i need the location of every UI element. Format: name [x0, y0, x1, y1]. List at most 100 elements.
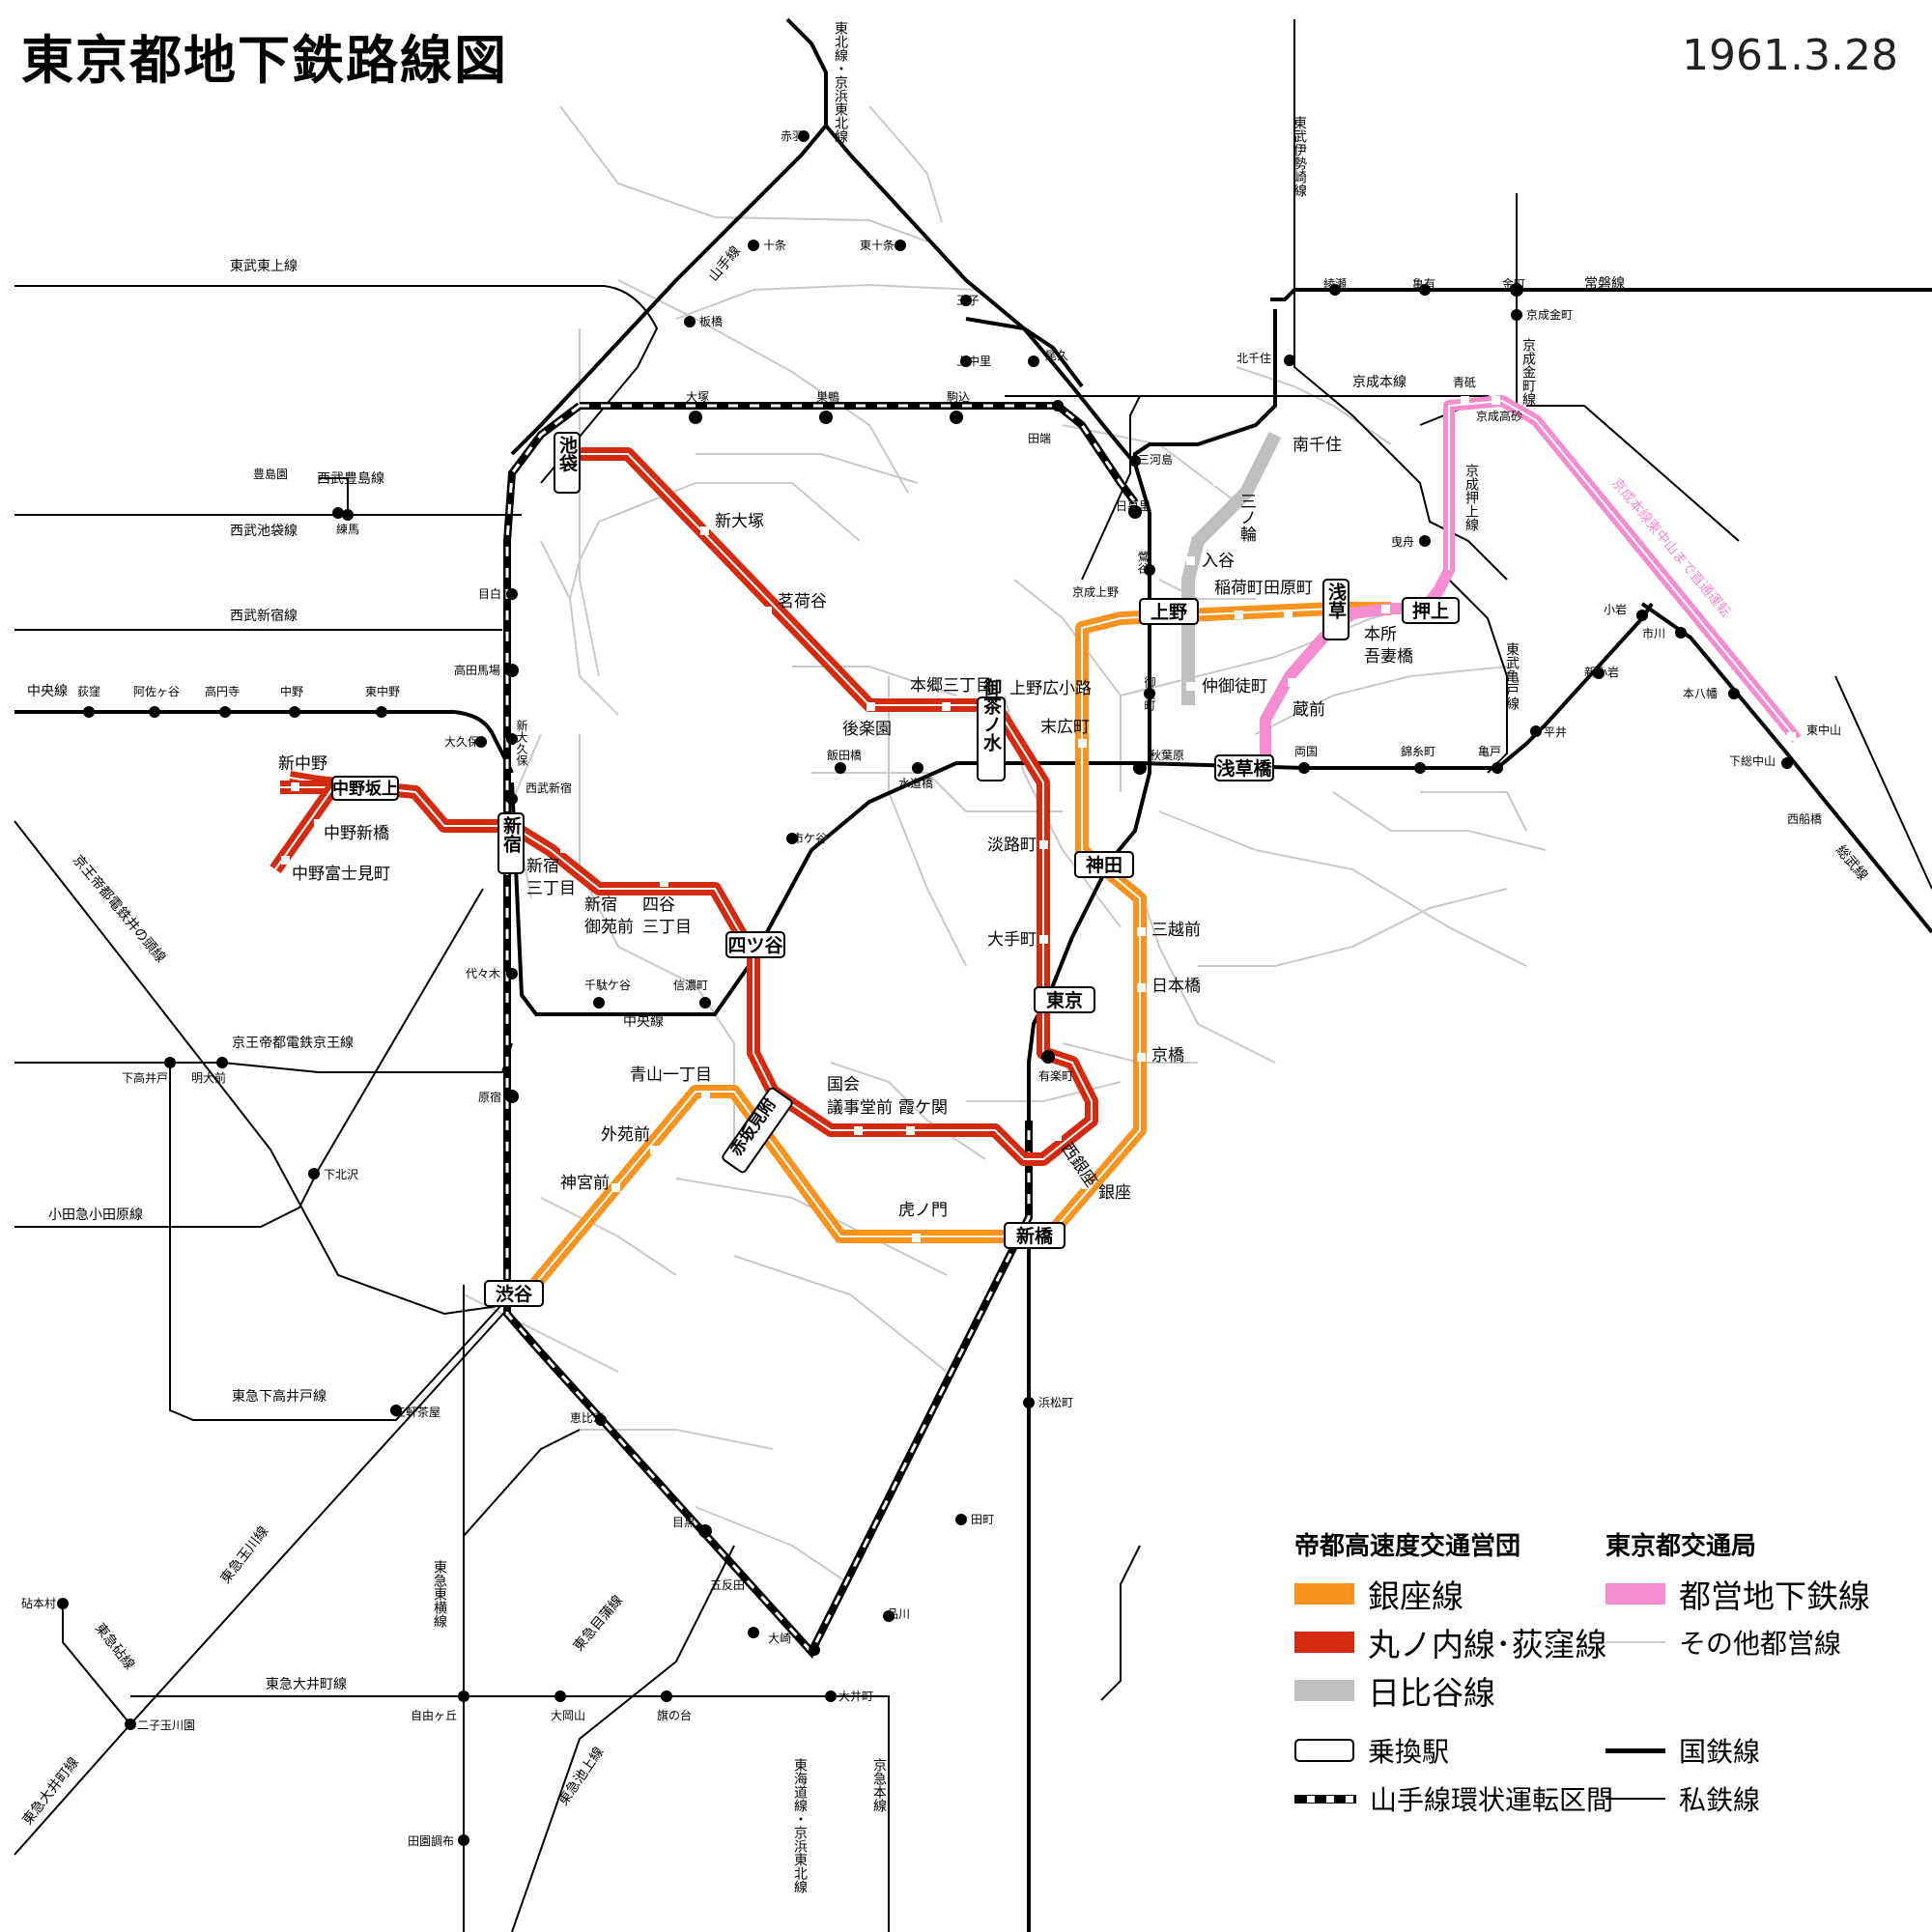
label-mitsukoshimae: 三越前 — [1151, 921, 1201, 940]
line-label-odakyu: 小田急小田原線 — [48, 1208, 143, 1223]
transfer-box-asakusa[interactable] — [1322, 579, 1350, 640]
line-label-keisei-oshiage: 京成押上線 — [1463, 464, 1479, 531]
legend-toei: 都営地下鉄線 — [1605, 1571, 1870, 1617]
rail-label: 恵比寿 — [570, 1411, 605, 1425]
line-label-tokyu-setagaya: 東急下高井戸線 — [232, 1388, 327, 1405]
legend-transfer-swatch — [1294, 1739, 1354, 1762]
line-label-tobu-kameido: 東武亀戸線 — [1504, 642, 1520, 710]
legend-yamanote-swatch — [1294, 1794, 1356, 1804]
rail-label: 小岩 — [1604, 602, 1627, 616]
station-marker — [314, 819, 323, 828]
label-nakano-shimbashi: 中野新橋 — [324, 824, 389, 843]
line-label-tokyu-kinuta: 東急砧線 — [92, 1621, 137, 1673]
station-marker — [1240, 453, 1249, 462]
rail-label: 五反田 — [710, 1578, 745, 1592]
rail-label: 曳舟 — [1391, 535, 1414, 549]
transfer-label-kanda: 神田 — [1086, 854, 1122, 876]
transfer-box-yotsuya[interactable] — [725, 931, 785, 958]
rail-label: 東十条 — [860, 239, 895, 252]
transfer-label-shibuya: 渋谷 — [496, 1283, 533, 1305]
transfer-box-kanda[interactable] — [1074, 851, 1134, 878]
legend-private: 私鉄線 — [1605, 1779, 1760, 1818]
rail-label: 阿佐ヶ谷 — [133, 685, 180, 698]
rail-label: 平井 — [1544, 725, 1567, 739]
line-label-tokyu-oimachi-sw: 東急大井町線 — [20, 1754, 82, 1828]
legend-teito-header: 帝都高速度交通営団 — [1294, 1532, 1521, 1561]
rail-station-labels: 赤羽 十条 東十条 王子 上中里 尾久 板橋 大塚 巣鴨 駒込 田端 日暮里 鶯… — [21, 129, 1841, 1848]
rail-label: 青砥 — [1453, 376, 1476, 389]
transfer-box-shinjuku[interactable] — [497, 812, 525, 874]
line-label-seibu-shinjuku: 西武新宿線 — [230, 608, 298, 624]
rail-label: 二子玉川園 — [137, 1719, 195, 1732]
label-kuramae: 蔵前 — [1293, 700, 1325, 720]
transfer-box-akasakamitsuke[interactable] — [722, 1087, 794, 1174]
rail-label: 秋葉原 — [1150, 749, 1184, 762]
station-marker — [1186, 556, 1195, 565]
rail-label: 三河島 — [1138, 452, 1173, 467]
rail-label: 代々木 — [466, 967, 500, 980]
line-label-yamanote: 山手線 — [706, 243, 744, 284]
transfer-box-shibuya[interactable] — [484, 1280, 544, 1307]
line-label-tobu-isesaki: 東武伊勢崎線 — [1292, 116, 1307, 197]
transfer-box-asakusabashi[interactable] — [1214, 754, 1274, 781]
map-title: 東京都地下鉄路線図 — [21, 30, 508, 91]
label-hongo3: 本郷三丁目 — [910, 676, 992, 696]
rail-label: 亀有 — [1412, 277, 1435, 291]
rail-label: 新大久保 — [515, 719, 528, 766]
map-date: 1961.3.28 — [1682, 31, 1898, 80]
legend-hibiya-label: 日比谷線 — [1368, 1674, 1495, 1712]
transfer-box-ochanomizu[interactable] — [977, 696, 1006, 781]
rail-label: 飯田橋 — [827, 748, 862, 762]
rail-label: 下総中山 — [1729, 753, 1776, 768]
rail-label: 大塚 — [686, 390, 709, 404]
legend-transfer-label: 乗換駅 — [1368, 1736, 1450, 1768]
transfer-box-shimbashi[interactable] — [1004, 1222, 1065, 1249]
rail-label: 練馬 — [336, 523, 359, 536]
label-tawaramachi: 田原町 — [1264, 579, 1313, 598]
station-marker — [1137, 927, 1146, 936]
transfer-box-oshiage[interactable] — [1402, 597, 1460, 624]
rail-label: 浜松町 — [1038, 1396, 1073, 1409]
rail-label: 京成上野 — [1072, 585, 1119, 599]
legend-private-swatch — [1605, 1798, 1665, 1800]
station-marker — [906, 1126, 915, 1135]
label-toranomon: 虎ノ門 — [898, 1201, 948, 1220]
label-korakuen: 後楽園 — [842, 720, 892, 739]
legend-yamanote: 山手線環状運転区間 — [1294, 1779, 1613, 1818]
legend-ginza-label: 銀座線 — [1368, 1577, 1463, 1615]
rail-label: 上中里 — [956, 354, 991, 368]
station-marker — [291, 782, 299, 791]
transfer-box-tokyo[interactable] — [1034, 986, 1095, 1013]
legend-private-label: 私鉄線 — [1679, 1784, 1761, 1816]
label-shin-otsuka: 新大塚 — [715, 512, 764, 531]
legend-toei-header: 東京都交通局 — [1605, 1532, 1757, 1561]
line-label-keikyu: 京急本線 — [871, 1758, 887, 1812]
label-yotsuya3-1: 四谷 — [642, 895, 675, 915]
rail-label: 下高井戸 — [122, 1070, 168, 1085]
station-marker — [1053, 1132, 1062, 1141]
transfer-box-ueno[interactable] — [1139, 598, 1199, 625]
transfer-box-nakanosakaue[interactable] — [331, 776, 399, 801]
legend-hibiya-swatch — [1294, 1680, 1354, 1701]
legend-marunouchi: 丸ノ内線･荻窪線 — [1294, 1619, 1607, 1665]
label-gyoen1: 新宿 — [584, 895, 617, 915]
legend-hibiya: 日比谷線 — [1294, 1667, 1495, 1714]
label-nishi-ginza: 西銀座 — [1057, 1139, 1101, 1190]
legend: 帝都高速度交通営団 東京都交通局 銀座線 都営地下鉄線 丸ノ内線･荻窪線 その他… — [1294, 1526, 1922, 1922]
rail-label: 本八幡 — [1683, 686, 1718, 700]
line-label-keio: 京王帝都電鉄京王線 — [232, 1036, 354, 1051]
rail-label: 板橋 — [699, 315, 723, 328]
transfer-label-nakanosakaue: 中野坂上 — [332, 779, 398, 799]
legend-ginza: 銀座線 — [1294, 1571, 1463, 1617]
legend-transfer: 乗換駅 — [1294, 1731, 1449, 1770]
rail-label: 三軒茶屋 — [394, 1405, 440, 1419]
rail-label: 尾久 — [1045, 349, 1068, 362]
transfer-box-ikebukuro[interactable] — [554, 432, 581, 494]
rail-label: 中野 — [280, 684, 303, 698]
rail-label: 東中山 — [1806, 723, 1841, 737]
rail-label: 大井町 — [838, 1690, 873, 1703]
label-kokkai2: 議事堂前 — [827, 1098, 893, 1118]
rail-label: 明大前 — [191, 1070, 226, 1085]
rail-label: 市ケ谷 — [792, 831, 827, 845]
rail-label: 水道橋 — [898, 777, 933, 790]
